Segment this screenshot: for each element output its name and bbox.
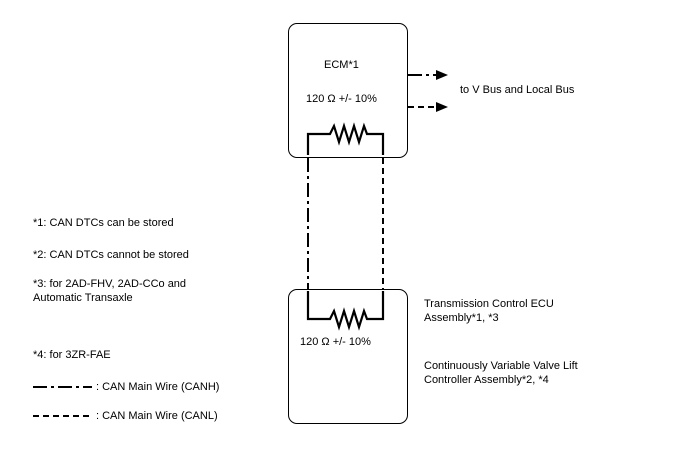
canh-bus-arrow bbox=[408, 70, 448, 80]
note-1: *1: CAN DTCs can be stored bbox=[33, 217, 174, 229]
lower-resistor bbox=[306, 291, 385, 331]
lower-resistance-label: 120 Ω +/- 10% bbox=[300, 336, 371, 348]
note-2: *2: CAN DTCs cannot be stored bbox=[33, 249, 189, 261]
cvvl-name-line1: Continuously Variable Valve Lift bbox=[424, 360, 578, 372]
bus-label: to V Bus and Local Bus bbox=[460, 84, 575, 96]
ecm-resistance-label: 120 Ω +/- 10% bbox=[306, 93, 377, 105]
ecm-resistor bbox=[306, 122, 385, 155]
legend-canh-label: : CAN Main Wire (CANH) bbox=[96, 381, 220, 393]
tcu-name-line1: Transmission Control ECU bbox=[424, 298, 554, 310]
note-3-line1: *3: for 2AD-FHV, 2AD-CCo and bbox=[33, 278, 187, 290]
cvvl-name-line2: Controller Assembly*2, *4 bbox=[424, 374, 549, 386]
ecm-title: ECM*1 bbox=[324, 59, 359, 71]
note-4: *4: for 3ZR-FAE bbox=[33, 349, 111, 361]
legend-canl-label: : CAN Main Wire (CANL) bbox=[96, 410, 218, 422]
canl-bus-arrow bbox=[408, 102, 448, 112]
tcu-name-line2: Assembly*1, *3 bbox=[424, 312, 499, 324]
note-3-line2: Automatic Transaxle bbox=[33, 292, 133, 304]
ecm-box bbox=[288, 23, 408, 158]
lower-unit-box bbox=[288, 289, 408, 424]
